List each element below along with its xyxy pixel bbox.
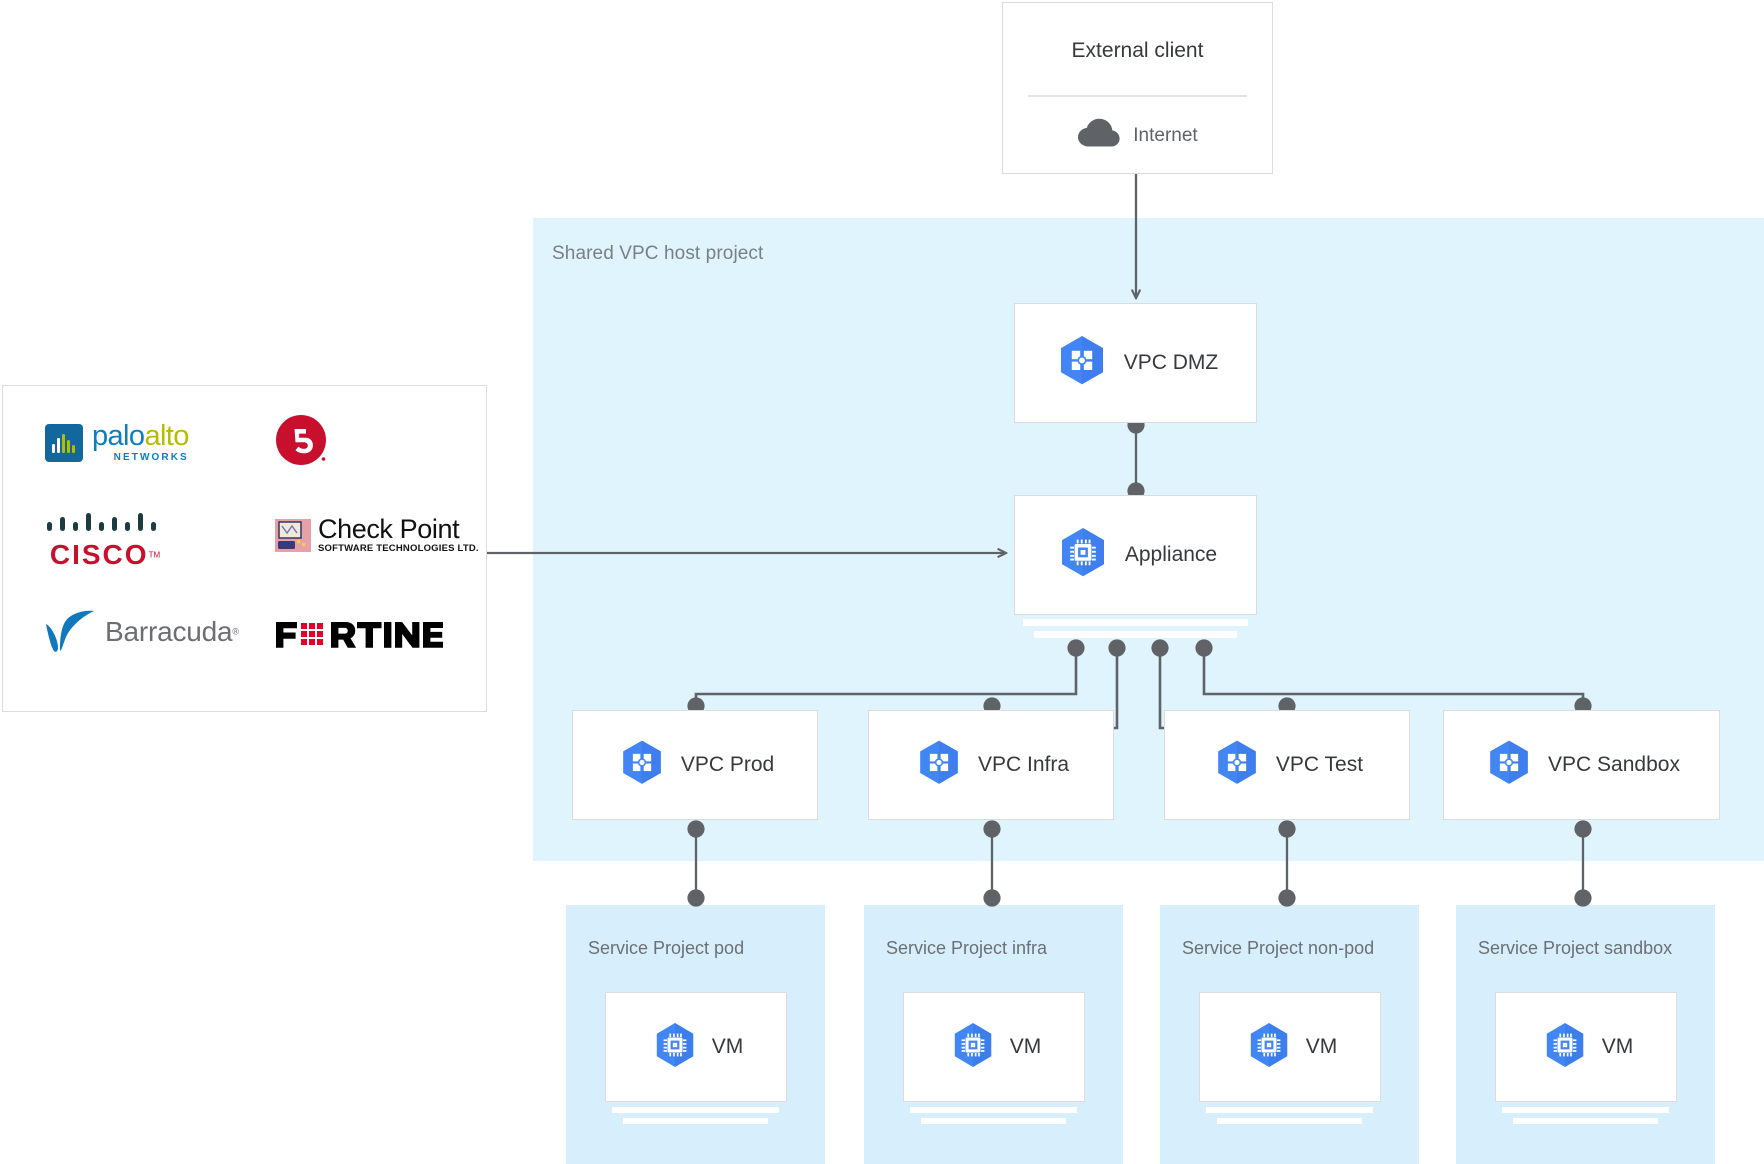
appliance-label: Appliance (1124, 543, 1218, 566)
checkpoint-logo: Check Point SOFTWARE TECHNOLOGIES LTD. (275, 516, 479, 554)
vpc-dmz-label: VPC DMZ (1123, 351, 1219, 374)
vm-stack-sheet (1502, 1107, 1669, 1113)
f5-logo (275, 414, 329, 468)
vm-label: VM (1009, 1035, 1042, 1058)
vm-node-nonpod[interactable]: VM (1199, 992, 1381, 1102)
vm-label: VM (711, 1035, 744, 1058)
vm-stack-sheet (1513, 1118, 1658, 1124)
vm-chip-icon (1243, 1019, 1295, 1076)
service-project-non-pod: Service Project non-pod (1160, 905, 1419, 1164)
barracuda-logo: Barracuda® (43, 610, 239, 654)
vpc-infra-node[interactable]: VPC Infra (868, 710, 1114, 820)
vm-stack-sheet (921, 1118, 1066, 1124)
vm-node-pod[interactable]: VM (605, 992, 787, 1102)
appliance-stack-sheet (1034, 631, 1237, 638)
internet-row: Internet (1003, 118, 1272, 153)
vm-label: VM (1305, 1035, 1338, 1058)
vpc-network-icon (1053, 332, 1111, 395)
divider (1028, 95, 1247, 97)
vpc-sandbox-node[interactable]: VPC Sandbox (1443, 710, 1720, 820)
vm-node-sandbox[interactable]: VM (1495, 992, 1677, 1102)
external-client-title: External client (1071, 39, 1204, 62)
vpc-network-icon (616, 737, 668, 794)
service-project-pod: Service Project pod (566, 905, 825, 1164)
vendor-logo-panel: paloalto NETWORKS (2, 385, 487, 712)
vpc-sandbox-label: VPC Sandbox (1548, 753, 1680, 776)
vpc-test-label: VPC Test (1275, 753, 1364, 776)
vm-stack-sheet (910, 1107, 1077, 1113)
vpc-network-icon (1211, 737, 1263, 794)
service-project-label: Service Project pod (588, 938, 745, 958)
vm-node-infra[interactable]: VM (903, 992, 1085, 1102)
checkpoint-tagline: SOFTWARE TECHNOLOGIES LTD. (318, 543, 479, 554)
vm-stack-sheet (612, 1107, 779, 1113)
service-project-label: Service Project non-pod (1182, 938, 1375, 958)
appliance-chip-icon (1054, 524, 1112, 587)
cisco-tm: TM (148, 550, 161, 560)
service-project-infra: Service Project infra (864, 905, 1123, 1164)
paloalto-word2: alto (144, 420, 189, 452)
paloalto-logo: paloalto NETWORKS (45, 422, 189, 463)
service-project-label: Service Project infra (886, 938, 1048, 958)
vm-chip-icon (1539, 1019, 1591, 1076)
service-project-label: Service Project sandbox (1478, 938, 1673, 958)
paloalto-word1: palo (92, 420, 145, 452)
vpc-infra-label: VPC Infra (977, 753, 1070, 776)
cisco-wordmark: CISCO (49, 539, 149, 570)
vm-stack-sheet (1217, 1118, 1362, 1124)
fortinet-logo (275, 620, 443, 650)
vpc-network-icon (1483, 737, 1535, 794)
vpc-prod-label: VPC Prod (680, 753, 775, 776)
checkpoint-wordmark: Check Point (318, 514, 460, 544)
vm-chip-icon (947, 1019, 999, 1076)
vpc-network-icon (913, 737, 965, 794)
vm-stack-sheet (623, 1118, 768, 1124)
vpc-test-node[interactable]: VPC Test (1164, 710, 1410, 820)
barracuda-registered: ® (232, 626, 240, 637)
vm-chip-icon (649, 1019, 701, 1076)
shared-vpc-host-project-label: Shared VPC host project (552, 243, 764, 264)
barracuda-wordmark: Barracuda (105, 616, 233, 647)
cloud-icon (1077, 118, 1120, 153)
internet-label: Internet (1133, 124, 1198, 146)
paloalto-tagline: NETWORKS (113, 452, 189, 463)
appliance-node[interactable]: Appliance (1014, 495, 1257, 615)
external-client-box: External client Internet (1002, 2, 1273, 174)
vm-stack-sheet (1206, 1107, 1373, 1113)
appliance-stack-sheet (1023, 619, 1248, 626)
vpc-dmz-node[interactable]: VPC DMZ (1014, 303, 1257, 423)
service-project-sandbox: Service Project sandbox (1456, 905, 1715, 1164)
vpc-prod-node[interactable]: VPC Prod (572, 710, 818, 820)
vm-label: VM (1601, 1035, 1634, 1058)
cisco-logo: CISCOTM (45, 511, 165, 571)
